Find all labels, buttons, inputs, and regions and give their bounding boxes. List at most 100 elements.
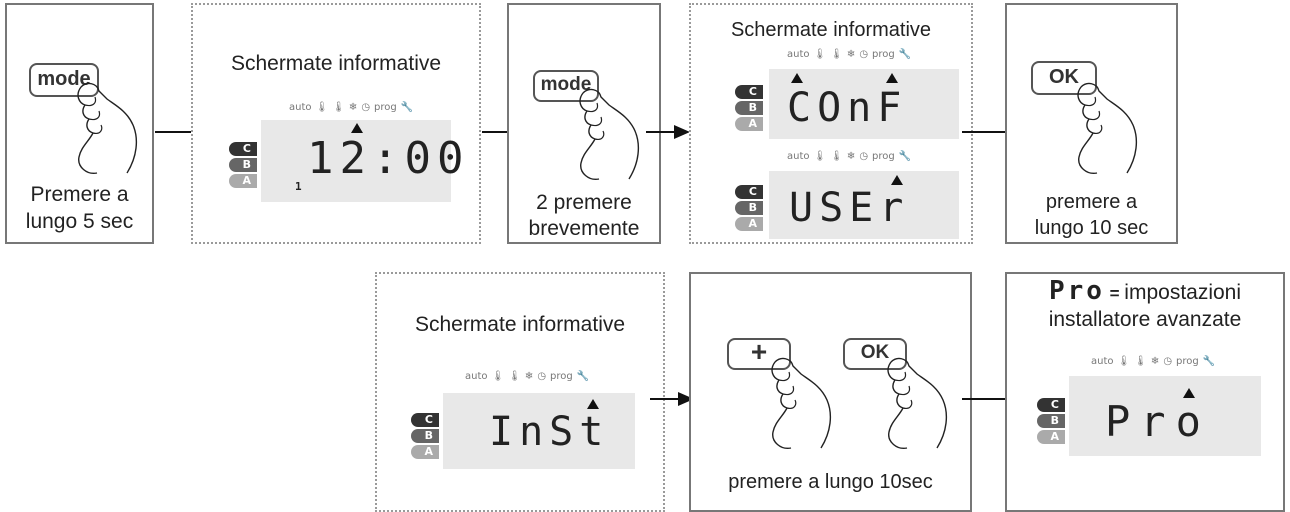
lcd-status-icons: auto🌡🌡❄◷prog🔧 <box>465 371 593 382</box>
hand-icon <box>887 357 948 449</box>
lcd-status-icons: auto🌡🌡❄◷prog🔧 <box>787 49 915 60</box>
indicator-triangle <box>891 175 903 185</box>
pill-b: B <box>229 158 257 172</box>
arrow-3 <box>646 124 690 140</box>
ok-button[interactable]: OK <box>1031 61 1097 95</box>
indicator-triangle <box>1183 388 1195 398</box>
mode-button[interactable]: mode <box>29 63 99 97</box>
hand-icon <box>579 88 640 180</box>
wrench-icon: 🔧 <box>400 102 414 113</box>
thermometer-icon: 🌡 <box>315 102 329 113</box>
step5-panel: OK premere a lungo 10 sec <box>1005 3 1178 244</box>
pill-a: A <box>735 117 763 131</box>
display-value-bottom: USEr <box>789 185 910 231</box>
lcd-status-icons: auto🌡🌡❄◷prog🔧 <box>787 151 915 162</box>
step5-caption-line2: lungo 10 sec <box>1034 217 1149 239</box>
lcd-display: auto🌡🌡❄◷prog🔧 C B A 12:00 1 <box>225 100 463 210</box>
auto-label: auto <box>787 151 810 162</box>
lcd-display: auto🌡🌡❄◷prog🔧 C B A InSt <box>407 369 637 469</box>
clock-icon: ◷ <box>1163 356 1173 367</box>
thermometer-icon: 🌡 <box>830 151 843 162</box>
pill-b: B <box>735 201 763 215</box>
thermometer-icon: 🌡 <box>332 102 345 113</box>
lcd-screen <box>261 120 451 202</box>
clock-icon: ◷ <box>859 151 869 162</box>
prog-label: prog <box>1176 356 1199 367</box>
step3-caption-line1: 2 premere <box>536 191 632 214</box>
lcd-screen <box>443 393 635 469</box>
thermometer-icon: 🌡 <box>813 151 827 162</box>
pro-symbol: Pro <box>1048 276 1105 306</box>
pill-b: B <box>411 429 439 443</box>
display-value: InSt <box>489 409 610 455</box>
pill-a: A <box>411 445 439 459</box>
thermometer-icon: 🌡 <box>491 371 505 382</box>
pill-a: A <box>735 217 763 231</box>
pill-a: A <box>1037 430 1065 444</box>
lcd-display-top: auto🌡🌡❄◷prog🔧 C B A COnF <box>731 49 961 144</box>
step4-panel: Schermate informative auto🌡🌡❄◷prog🔧 C B … <box>689 3 973 244</box>
hand-icon <box>77 82 138 174</box>
clock-icon: ◷ <box>537 371 547 382</box>
step1-panel: mode Premere a lungo 5 sec <box>5 3 154 244</box>
snowflake-icon: ❄ <box>846 49 856 60</box>
step8-desc-line1: impostazioni <box>1124 281 1242 304</box>
pill-c: C <box>1037 398 1065 412</box>
auto-label: auto <box>1091 356 1114 367</box>
pill-b: B <box>1037 414 1065 428</box>
thermometer-icon: 🌡 <box>813 49 827 60</box>
lcd-screen <box>769 171 959 239</box>
step8-heading: Pro = impostazioni <box>1007 278 1283 307</box>
pill-c: C <box>229 142 257 156</box>
wrench-icon: 🔧 <box>576 371 590 382</box>
step6-title: Schermate informative <box>414 313 626 336</box>
indicator-triangle <box>351 123 363 133</box>
pill-b: B <box>735 101 763 115</box>
step2-title: Schermate informative <box>230 52 442 75</box>
hand-icon <box>1077 82 1138 174</box>
step7-panel: + OK premere a lungo 10sec <box>689 272 972 512</box>
step7-caption: premere a lungo 10sec <box>728 471 933 493</box>
lcd-screen <box>1069 376 1261 456</box>
thermometer-icon: 🌡 <box>508 371 521 382</box>
ok-button[interactable]: OK <box>843 338 907 370</box>
step1-caption-line2: lungo 5 sec <box>25 210 134 233</box>
pill-c: C <box>735 185 763 199</box>
lcd-status-icons: auto🌡🌡❄◷prog🔧 <box>1091 356 1219 367</box>
prog-label: prog <box>374 102 397 113</box>
display-value: 12:00 <box>307 133 470 184</box>
plus-button[interactable]: + <box>727 338 791 370</box>
step1-caption-line1: Premere a <box>30 183 129 206</box>
snowflake-icon: ❄ <box>1150 356 1160 367</box>
step3-panel: mode 2 premere brevemente <box>507 3 661 244</box>
auto-label: auto <box>787 49 810 60</box>
thermometer-icon: 🌡 <box>830 49 843 60</box>
thermometer-icon: 🌡 <box>1117 356 1131 367</box>
auto-label: auto <box>465 371 488 382</box>
prog-label: prog <box>872 49 895 60</box>
equals-sign: = <box>1104 284 1125 303</box>
step8-panel: Pro = impostazioni installatore avanzate… <box>1005 272 1285 512</box>
pill-c: C <box>735 85 763 99</box>
lcd-status-icons: auto🌡🌡❄◷prog🔧 <box>289 102 417 113</box>
indicator-triangle <box>587 399 599 409</box>
display-value: Pro <box>1105 397 1211 446</box>
thermometer-icon: 🌡 <box>1134 356 1147 367</box>
prog-label: prog <box>550 371 573 382</box>
step4-title: Schermate informative <box>730 19 932 41</box>
step5-caption-line1: premere a <box>1045 191 1138 213</box>
arrow-5 <box>650 391 694 407</box>
wrench-icon: 🔧 <box>1202 356 1216 367</box>
clock-icon: ◷ <box>361 102 371 113</box>
indicator-triangle <box>886 73 898 83</box>
clock-icon: ◷ <box>859 49 869 60</box>
display-value-top: COnF <box>787 85 908 131</box>
mode-button[interactable]: mode <box>533 70 599 102</box>
snowflake-icon: ❄ <box>524 371 534 382</box>
wrench-icon: 🔧 <box>898 49 912 60</box>
snowflake-icon: ❄ <box>348 102 358 113</box>
indicator-triangle <box>791 73 803 83</box>
pill-c: C <box>411 413 439 427</box>
pill-a: A <box>229 174 257 188</box>
display-small-digit: 1 <box>295 180 302 193</box>
